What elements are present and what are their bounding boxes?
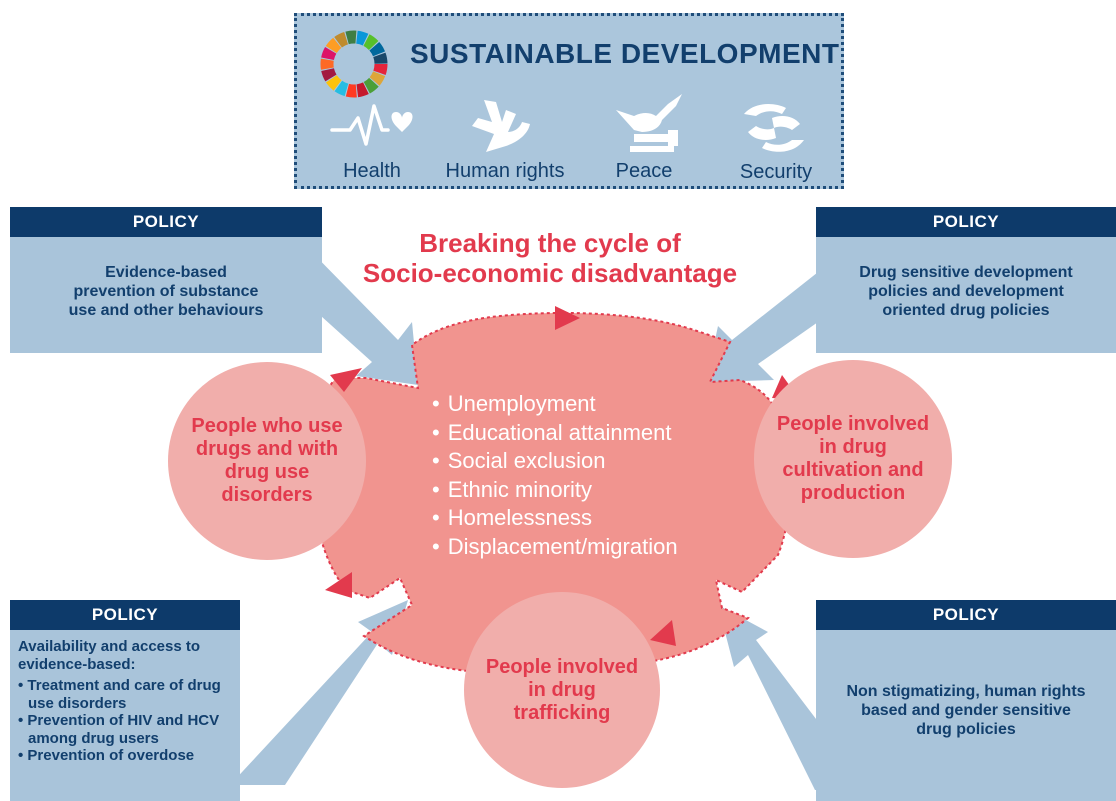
arrow-bottom-left [230,600,408,785]
group-circle-trafficking: People involved in drug trafficking [464,592,660,788]
pillar-label-health: Health [343,160,401,182]
pillar-label-security: Security [739,161,813,183]
factor-item: Unemployment [432,390,678,419]
pillar-label-human-rights: Human rights [445,160,565,182]
policy-bullet-cont: use disorders [28,694,127,712]
group-label-line: cultivation and [782,459,924,481]
policy-header: POLICY [10,207,322,237]
group-label-line: in drug [819,436,887,458]
heartbeat-icon [330,104,413,146]
policy-text-line: oriented drug policies [882,302,1050,319]
policy-text-line: policies and development [868,283,1064,300]
group-circle-cultivation: People involved in drug cultivation and … [754,360,952,558]
sdg-wheel-icon [320,30,388,98]
cycle-title-line1: Breaking the cycle of [419,228,681,258]
policy-text-line: Drug sensitive development [859,264,1073,281]
policy-bullet: • Prevention of HIV and HCV [18,712,220,729]
cycle-arrowhead-left-top [330,368,362,392]
sustainable-development-panel [294,13,844,189]
policy-bullet: • Prevention of overdose [18,747,195,764]
cycle-title-line2: Socio-economic disadvantage [362,258,738,288]
factor-item: Educational attainment [432,419,678,448]
policy-text-line: Non stigmatizing, human rights [846,683,1086,700]
factor-item: Ethnic minority [432,476,678,505]
protecting-hands-icon [744,104,804,152]
group-label-line: disorders [221,484,313,506]
policy-header: POLICY [10,600,240,630]
pillar-label-peace: Peace [615,160,673,182]
policy-header: POLICY [816,207,1116,237]
policy-box-top-left: POLICY Evidence-based prevention of subs… [10,207,322,353]
cycle-arrowhead-top [555,306,580,330]
group-label-line: in drug [528,678,596,701]
policy-text-line: use and other behaviours [68,302,264,319]
group-label-line: People involved [485,655,639,678]
policy-intro-line: evidence-based: [18,655,136,673]
group-label-line: People who use [191,415,343,437]
factor-item: Homelessness [432,504,678,533]
dove-gavel-icon [616,94,682,152]
policy-text-line: prevention of substance [73,283,259,300]
policy-box-bottom-left: POLICY Availability and access to eviden… [10,600,240,801]
policy-intro-line: Availability and access to [18,638,201,655]
group-label-line: trafficking [513,701,611,724]
disadvantage-factors-list: Unemployment Educational attainment Soci… [432,390,678,561]
factor-item: Social exclusion [432,447,678,476]
factor-item: Displacement/migration [432,533,678,562]
hand-dove-icon [472,100,530,152]
group-label-line: drugs and with [195,438,339,460]
policy-box-top-right: POLICY Drug sensitive development polici… [816,207,1116,353]
policy-bullet-cont: among drug users [28,729,159,747]
group-circle-drug-users: People who use drugs and with drug use d… [168,362,366,560]
cycle-arrowhead-bottom [650,620,676,646]
policy-box-bottom-right: POLICY Non stigmatizing, human rights ba… [816,600,1116,801]
sustainable-development-title: SUSTAINABLE DEVELOPMENT [410,38,840,69]
group-label-line: drug use [224,461,310,483]
cycle-arrowhead-left-bottom [325,572,352,598]
policy-bullet: • Treatment and care of drug [18,677,221,694]
policy-text-line: based and gender sensitive [861,702,1071,719]
policy-text-line: drug policies [916,721,1016,738]
group-label-line: People involved [776,413,930,435]
group-label-line: production [800,482,906,504]
policy-header: POLICY [816,600,1116,630]
cycle-title: Breaking the cycle of Socio-economic dis… [340,228,760,288]
policy-text-line: Evidence-based [105,264,227,281]
